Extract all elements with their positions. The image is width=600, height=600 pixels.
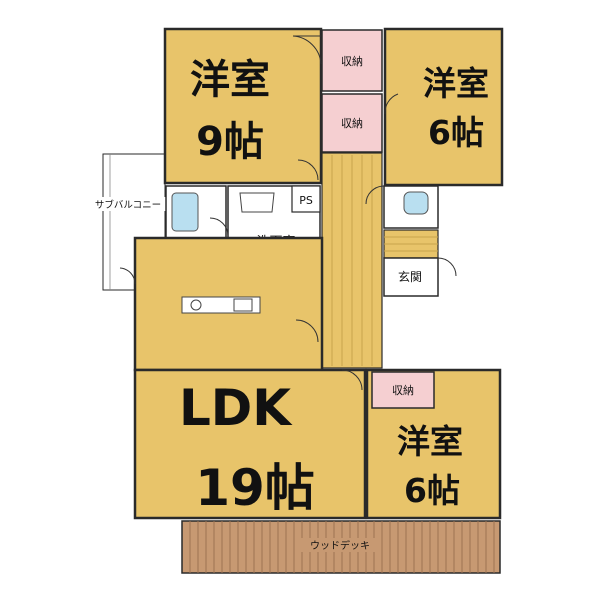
storage-bottom bbox=[371, 371, 435, 409]
western-9-size: 9帖 bbox=[196, 119, 264, 165]
sink-icon bbox=[233, 298, 253, 312]
ps-label: PS bbox=[299, 194, 313, 207]
room-ldk bbox=[133, 368, 367, 520]
door-swings bbox=[119, 35, 457, 391]
toilet-icon bbox=[403, 191, 429, 215]
ldk-size: 19帖 bbox=[195, 459, 315, 517]
entrance-label: 玄関 bbox=[398, 269, 422, 284]
western-9-name: 洋室 bbox=[190, 57, 270, 103]
storage-top-2 bbox=[321, 93, 383, 153]
room-western-6-top bbox=[383, 27, 504, 187]
storage-top-2-label: 収納 bbox=[341, 117, 363, 130]
western-6-bottom-name: 洋室 bbox=[397, 422, 463, 461]
storage-top-1 bbox=[321, 29, 383, 92]
ldk-name: LDK bbox=[179, 379, 293, 437]
kitchen-area bbox=[133, 236, 324, 372]
bathtub-icon bbox=[171, 192, 199, 232]
storage-bottom-label: 収納 bbox=[392, 384, 414, 397]
pipe-space bbox=[291, 185, 321, 213]
sub-balcony-label: サブバルコニー bbox=[95, 199, 161, 211]
room-western-9 bbox=[163, 27, 323, 185]
washbasin-icon bbox=[239, 192, 275, 213]
western-6-top-size: 6帖 bbox=[428, 113, 484, 152]
entrance bbox=[383, 257, 439, 297]
wood-deck-label: ウッドデッキ bbox=[310, 539, 370, 552]
stove-icon bbox=[190, 299, 202, 311]
storage-top-1-label: 収納 bbox=[341, 55, 363, 68]
western-6-bottom-size: 6帖 bbox=[404, 471, 460, 510]
wood-deck: ウッドデッキ bbox=[181, 520, 501, 574]
western-6-top-name: 洋室 bbox=[423, 64, 489, 103]
